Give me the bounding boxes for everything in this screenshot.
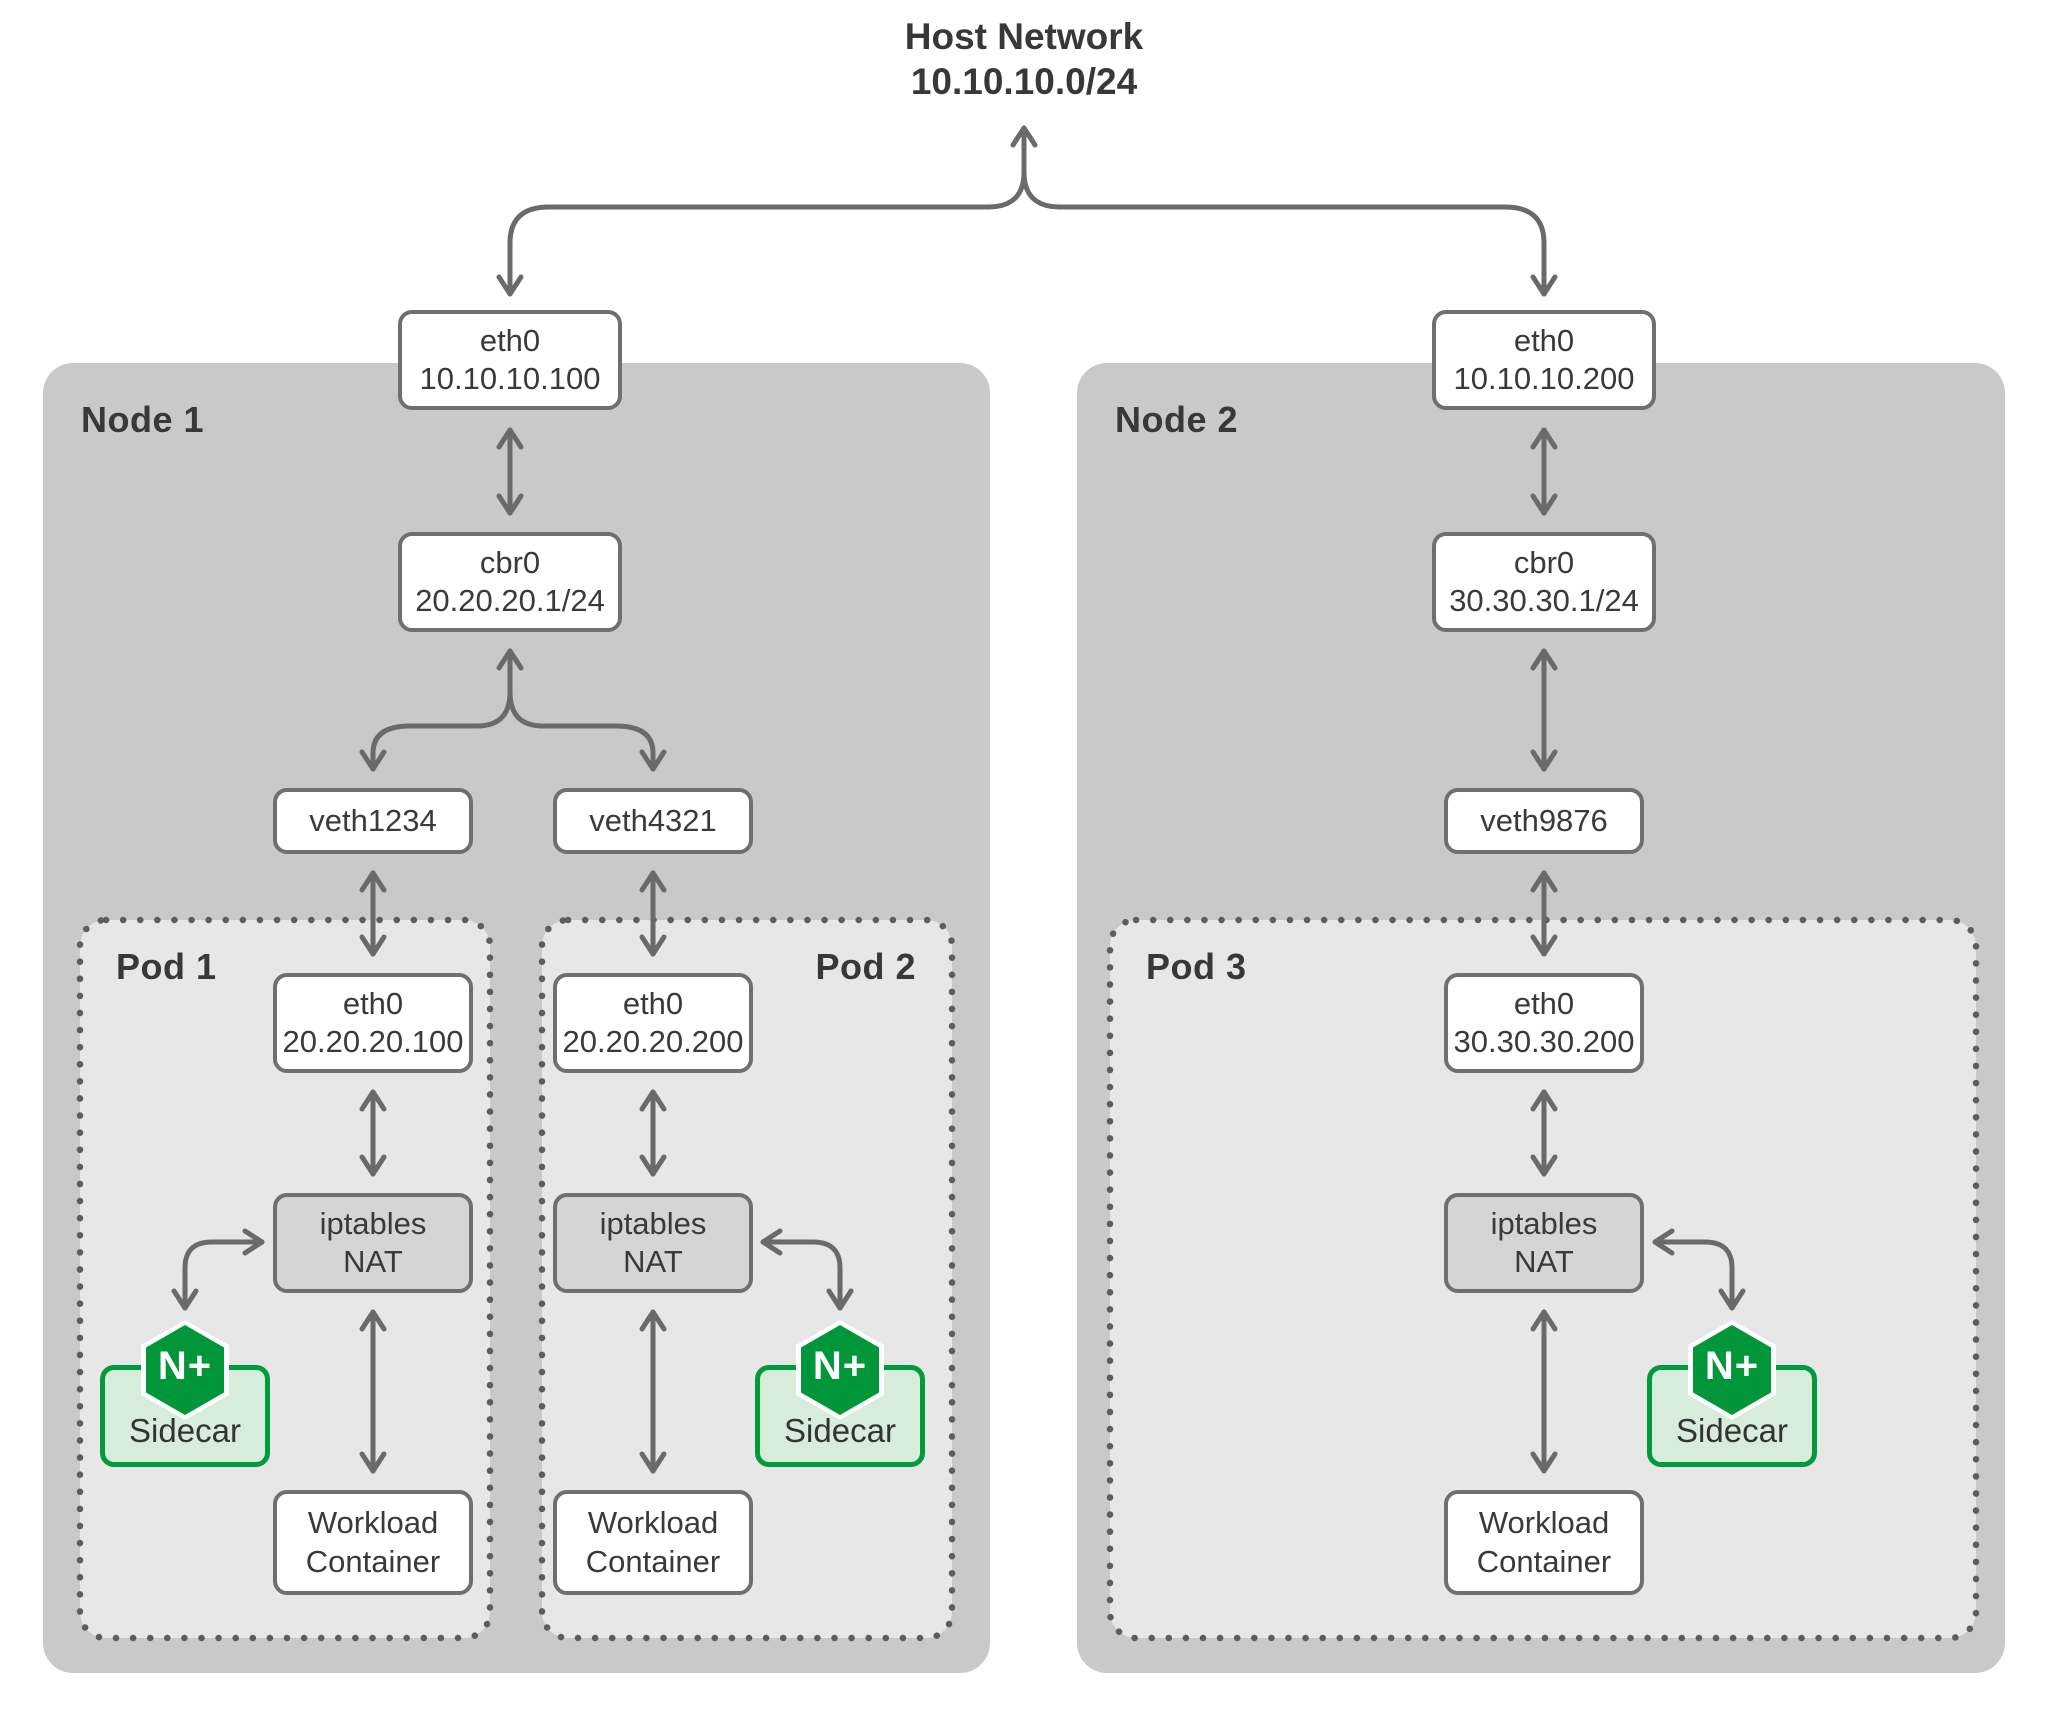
node2-cbr0-box: cbr0 30.30.30.1/24 <box>1432 532 1656 632</box>
pod2-eth0-name: eth0 <box>622 985 684 1021</box>
pod2-label: Pod 2 <box>815 946 916 987</box>
node2-eth0-ip: 10.10.10.200 <box>1453 361 1635 396</box>
veth9876-box: veth9876 <box>1444 788 1644 854</box>
pod1-workload-line1: Workload <box>307 1505 439 1541</box>
pod2-workload-line2: Container <box>585 1543 721 1579</box>
pod3-nginx-plus-icon: N+ <box>1688 1320 1776 1420</box>
pod1-label: Pod 1 <box>116 946 217 987</box>
node1-cbr0-box: cbr0 20.20.20.1/24 <box>398 532 622 632</box>
veth1234-box: veth1234 <box>273 788 473 854</box>
pod3-workload-box: Workload Container <box>1444 1490 1644 1595</box>
pod3-nat-line1: iptables <box>1490 1205 1598 1241</box>
arrow-host-to-node1-eth0 <box>496 125 1038 297</box>
pod2-workload-line1: Workload <box>587 1505 719 1541</box>
pod2-iptables-nat-box: iptables NAT <box>553 1193 753 1293</box>
pod2-eth0-ip: 20.20.20.200 <box>562 1024 744 1059</box>
pod3-eth0-name: eth0 <box>1513 985 1575 1021</box>
pod2-nat-line2: NAT <box>623 1244 683 1279</box>
pod3-eth0-box: eth0 30.30.30.200 <box>1444 973 1644 1073</box>
arrow-host-to-node2-eth0 <box>1021 169 1558 297</box>
pod2-nginx-plus-badge: N+ <box>812 1343 868 1388</box>
pod1-workload-line2: Container <box>305 1543 441 1579</box>
pod3-workload-line2: Container <box>1476 1543 1612 1579</box>
pod1-nginx-plus-icon: N+ <box>141 1320 229 1420</box>
node1-label: Node 1 <box>81 399 205 440</box>
pod3-iptables-nat-box: iptables NAT <box>1444 1193 1644 1293</box>
node2-cbr0-name: cbr0 <box>1513 544 1575 580</box>
node2-label: Node 2 <box>1115 399 1239 440</box>
pod3-eth0-ip: 30.30.30.200 <box>1453 1024 1635 1059</box>
node2-eth0-box: eth0 10.10.10.200 <box>1432 310 1656 410</box>
node1-eth0-name: eth0 <box>479 322 541 358</box>
node2-cbr0-cidr: 30.30.30.1/24 <box>1449 583 1639 618</box>
pod3-nginx-plus-badge: N+ <box>1704 1343 1760 1388</box>
veth4321-box: veth4321 <box>553 788 753 854</box>
host-network-cidr: 10.10.10.0/24 <box>910 61 1138 103</box>
pod3-workload-line1: Workload <box>1478 1505 1610 1541</box>
veth9876-label: veth9876 <box>1480 802 1608 838</box>
node1-cbr0-name: cbr0 <box>479 544 541 580</box>
pod1-nat-line1: iptables <box>319 1205 427 1241</box>
pod1-iptables-nat-box: iptables NAT <box>273 1193 473 1293</box>
host-network-title: Host Network 10.10.10.0/24 <box>0 14 2048 104</box>
pod2-nat-line1: iptables <box>599 1205 707 1241</box>
pod2-workload-box: Workload Container <box>553 1490 753 1595</box>
pod1-eth0-ip: 20.20.20.100 <box>282 1024 464 1059</box>
host-network-name: Host Network <box>904 16 1144 57</box>
node2-eth0-name: eth0 <box>1513 322 1575 358</box>
pod1-eth0-box: eth0 20.20.20.100 <box>273 973 473 1073</box>
pod1-eth0-name: eth0 <box>342 985 404 1021</box>
pod1-workload-box: Workload Container <box>273 1490 473 1595</box>
pod1-nginx-plus-badge: N+ <box>157 1343 213 1388</box>
node1-eth0-ip: 10.10.10.100 <box>419 361 601 396</box>
pod1-nat-line2: NAT <box>343 1244 403 1279</box>
node1-cbr0-cidr: 20.20.20.1/24 <box>415 583 605 618</box>
pod2-nginx-plus-icon: N+ <box>796 1320 884 1420</box>
veth4321-label: veth4321 <box>589 802 717 838</box>
pod3-nat-line2: NAT <box>1514 1244 1574 1279</box>
pod2-eth0-box: eth0 20.20.20.200 <box>553 973 753 1073</box>
pod3-label: Pod 3 <box>1146 946 1247 987</box>
veth1234-label: veth1234 <box>309 802 437 838</box>
node1-eth0-box: eth0 10.10.10.100 <box>398 310 622 410</box>
